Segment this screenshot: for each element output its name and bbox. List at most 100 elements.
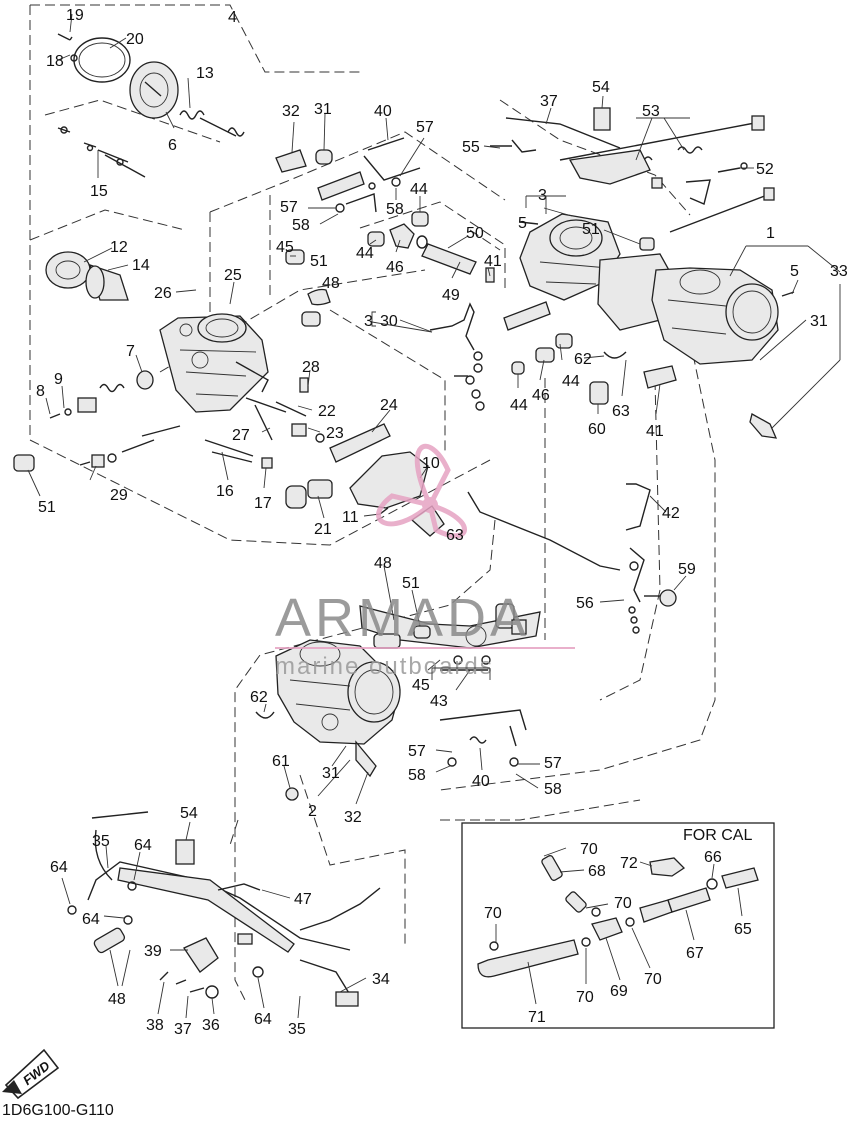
callout-label: 32: [344, 809, 362, 826]
callout-label: 28: [302, 359, 320, 376]
watermark-propeller-icon: [376, 443, 467, 539]
callout-label: 51: [582, 221, 600, 238]
callout-label: 22: [318, 403, 336, 420]
callout-label: 49: [442, 287, 460, 304]
callout-label: 70: [614, 895, 632, 912]
callout-label: 7: [126, 343, 135, 360]
callout-label: 43: [430, 693, 448, 710]
callout-label: 19: [66, 7, 84, 24]
bracket-mark-3b: [525, 195, 566, 214]
callout-label: 11: [342, 509, 359, 526]
callout-label: 70: [484, 905, 502, 922]
callout-label: 40: [472, 773, 490, 790]
for-cal-title: FOR CAL: [683, 827, 752, 844]
callout-label: 31: [322, 765, 340, 782]
callout-label: 24: [380, 397, 398, 414]
callout-label: 40: [374, 103, 392, 120]
fwd-arrowhead-icon: [2, 1080, 22, 1094]
link-rod: [467, 483, 677, 634]
callout-label: 31: [810, 313, 828, 330]
callout-label: 42: [662, 505, 680, 522]
callout-label: 36: [202, 1017, 220, 1034]
callout-label: 13: [196, 65, 214, 82]
bracket-mark-43: [431, 667, 491, 680]
fwd-arrow-icon: [4, 1048, 60, 1100]
callout-label: 72: [620, 855, 638, 872]
watermark-brand: ARMADA: [275, 588, 530, 648]
callout-label: 5: [518, 215, 527, 232]
callout-label: 64: [50, 859, 68, 876]
callout-label: 48: [322, 275, 340, 292]
callout-label: 4: [228, 9, 237, 26]
callout-label: 16: [216, 483, 234, 500]
upper-middle-parts: [275, 137, 495, 411]
callout-label: 58: [292, 217, 310, 234]
callout-label: 56: [576, 595, 594, 612]
callout-label: 35: [288, 1021, 306, 1038]
callout-label: 41: [484, 253, 502, 270]
leader-lines: [27, 13, 841, 1019]
callout-label: 45: [412, 677, 430, 694]
callout-label: 23: [326, 425, 344, 442]
callout-label: 33: [830, 263, 848, 280]
callout-label: 21: [314, 521, 332, 538]
callout-label: 70: [580, 841, 598, 858]
callout-label: 57: [416, 119, 434, 136]
callout-label: 62: [250, 689, 268, 706]
callout-label: 55: [462, 139, 480, 156]
callout-label: 35: [92, 833, 110, 850]
callout-label: 31: [314, 101, 332, 118]
callout-label: 51: [310, 253, 328, 270]
callout-label: 44: [510, 397, 528, 414]
callout-label: 34: [372, 971, 390, 988]
callout-label: 17: [254, 495, 272, 512]
callout-label: 32: [282, 103, 300, 120]
group-frames: [29, 4, 775, 1029]
callout-label: 63: [612, 403, 630, 420]
callout-label: 65: [734, 921, 752, 938]
carburetor-assembly-right: [490, 107, 795, 439]
callout-label: 70: [576, 989, 594, 1006]
callout-label: 48: [108, 991, 126, 1008]
callout-label: 5: [790, 263, 799, 280]
callout-label: 57: [544, 755, 562, 772]
fwd-direction-indicator: FWD: [2, 1048, 60, 1100]
callout-label: 39: [144, 943, 162, 960]
left-top-parts: [13, 33, 333, 509]
bottom-left-parts: [67, 811, 381, 1007]
callout-label: 38: [146, 1017, 164, 1034]
callout-label: 57: [280, 199, 298, 216]
callout-label: 25: [224, 267, 242, 284]
callout-label: 29: [110, 487, 128, 504]
callout-label: 51: [402, 575, 420, 592]
callout-label: 64: [254, 1011, 272, 1028]
callout-label: 10: [422, 455, 440, 472]
callout-label: 70: [644, 971, 662, 988]
callout-label: 44: [562, 373, 580, 390]
callout-label: 20: [126, 31, 144, 48]
callout-label: 48: [374, 555, 392, 572]
callout-label: 30: [380, 313, 398, 330]
callout-label: 2: [308, 803, 317, 820]
bracket-leader: [371, 321, 433, 333]
callout-label: 26: [154, 285, 172, 302]
callout-label: 58: [386, 201, 404, 218]
callout-label: 46: [386, 259, 404, 276]
callout-label: 54: [180, 805, 198, 822]
carburetor-body-left: [159, 249, 445, 537]
callout-label: 51: [38, 499, 56, 516]
callout-label: 12: [110, 239, 128, 256]
callout-label: 71: [528, 1009, 546, 1026]
callout-label: 46: [532, 387, 550, 404]
callout-label: 61: [272, 753, 290, 770]
callout-labels: 19 18 20 4 13 6 15 12 14 26 25 7 8 9 51 …: [36, 7, 848, 1038]
callout-label: 64: [82, 911, 100, 928]
for-cal-parts: [477, 855, 759, 978]
callout-label: 60: [588, 421, 606, 438]
callout-label: 44: [410, 181, 428, 198]
callout-label: 6: [168, 137, 177, 154]
callout-label: 37: [540, 93, 558, 110]
callout-label: 3: [364, 313, 373, 330]
